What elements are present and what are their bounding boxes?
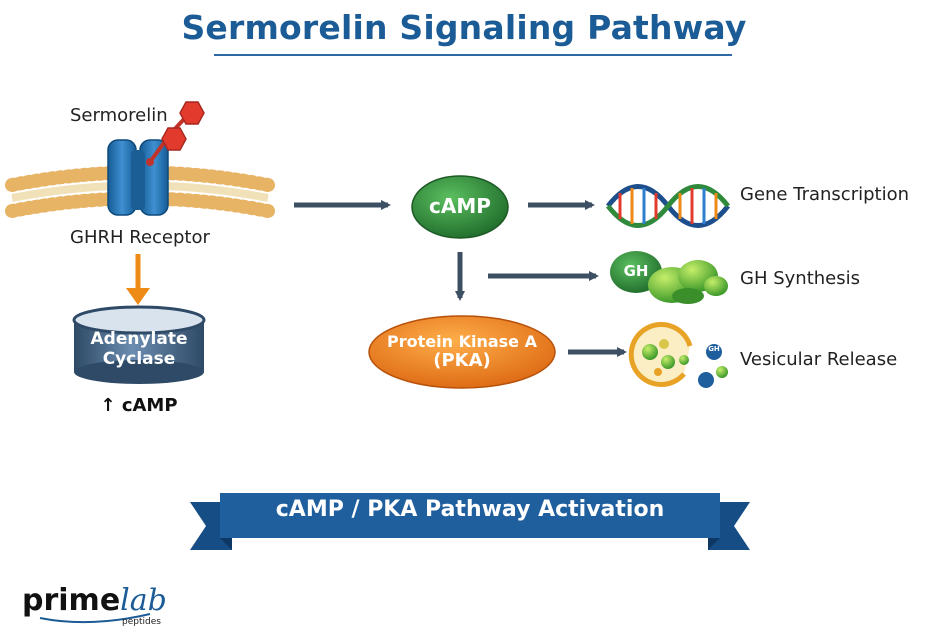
logo-prime: prime bbox=[22, 583, 121, 618]
gene-transcription-label: Gene Transcription bbox=[740, 184, 909, 205]
receptor-to-adenylate-arrow bbox=[126, 254, 150, 305]
logo-swoosh bbox=[39, 613, 151, 624]
gh-synthesis-label: GH Synthesis bbox=[740, 268, 860, 289]
logo-subtitle: peptides bbox=[122, 617, 161, 627]
pka-node bbox=[368, 315, 556, 389]
pka-line1: Protein Kinase A bbox=[387, 332, 537, 351]
banner-text: cAMP / PKA Pathway Activation bbox=[275, 497, 665, 522]
ghrh-receptor-icon bbox=[107, 139, 169, 216]
ghrh-receptor-label: GHRH Receptor bbox=[70, 227, 210, 248]
primelab-logo: primelab bbox=[22, 586, 167, 616]
camp-node bbox=[411, 175, 509, 239]
pka-line2: (PKA) bbox=[433, 350, 491, 372]
camp-node-label: cAMP bbox=[429, 194, 491, 218]
logo-lab: lab bbox=[120, 583, 167, 618]
adenylate-line1: Adenylate bbox=[90, 329, 188, 349]
pka-node-label: Protein Kinase A (PKA) bbox=[370, 332, 554, 372]
vesicle-gh-badge: GH bbox=[708, 345, 720, 353]
gh-badge: GH bbox=[623, 262, 649, 280]
title-underline bbox=[214, 54, 732, 56]
vesicular-release-label: Vesicular Release bbox=[740, 349, 898, 370]
dna-helix-icon bbox=[606, 184, 730, 228]
sermorelin-label: Sermorelin bbox=[70, 105, 168, 126]
vesicle-icon bbox=[628, 322, 728, 388]
banner-ribbon bbox=[190, 493, 750, 550]
gh-molecule-icon bbox=[610, 251, 728, 304]
camp-increase-label: ↑ cAMP bbox=[100, 395, 178, 416]
adenylate-cyclase-label: Adenylate Cyclase bbox=[74, 329, 204, 369]
sermorelin-ligand-icon bbox=[146, 101, 205, 166]
page-title: Sermorelin Signaling Pathway bbox=[181, 8, 747, 47]
adenylate-line2: Cyclase bbox=[102, 348, 176, 369]
adenylate-cyclase-icon bbox=[72, 305, 206, 384]
